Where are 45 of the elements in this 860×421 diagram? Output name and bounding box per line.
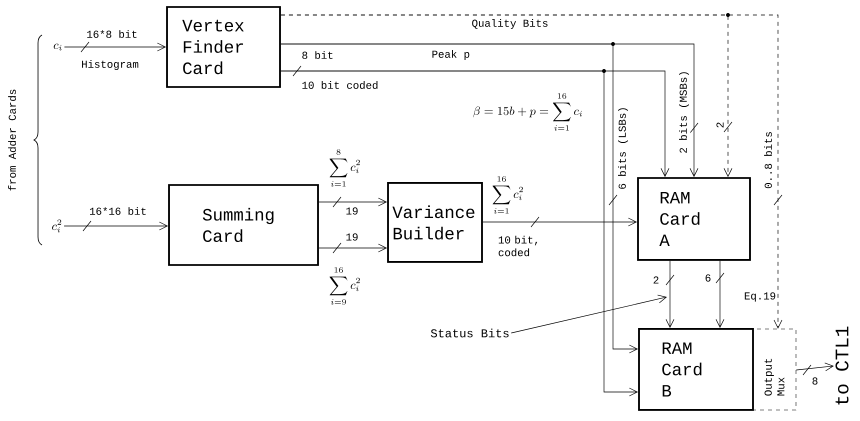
card-box: Summing Card xyxy=(168,184,319,266)
formula: $\sum_{i=1}^{16} c_i^2$ xyxy=(492,176,523,214)
edge-label: 16*8 bit xyxy=(87,30,136,38)
signal-label: Histogram xyxy=(82,60,138,70)
leader-line xyxy=(510,294,667,334)
edge-label: 6 bits (LSBs) xyxy=(618,108,628,189)
card-box: RAM Card B xyxy=(638,328,754,411)
edge-label: 2 bits (MSBs) xyxy=(679,72,689,153)
signal-label: from Adder Cards xyxy=(8,90,16,190)
arrow xyxy=(280,44,638,354)
edge-label: 0..8 bits xyxy=(764,132,772,188)
edge-label: 10 bit, coded xyxy=(498,236,538,256)
edge-label: 19 xyxy=(346,233,358,241)
edge-label: 2 xyxy=(716,122,724,128)
mux-box: Output Mux xyxy=(752,328,796,410)
output-label: to CTL1 xyxy=(835,326,848,405)
arrow xyxy=(318,198,388,206)
arrow xyxy=(482,218,638,226)
edge-label: 2 xyxy=(654,276,658,284)
arrow xyxy=(280,14,782,329)
arrow xyxy=(716,260,724,328)
formula: $\sum_{i=1}^{8} c_i^2$ xyxy=(330,149,360,187)
input-signal: $c_i^2$ xyxy=(52,220,62,232)
arrow xyxy=(666,260,674,328)
signal-label: Peak p xyxy=(432,50,470,60)
arrow xyxy=(280,70,638,396)
formula: $\sum_{i=9}^{16} c_i^2$ xyxy=(330,267,360,305)
signal-label: 8 bit xyxy=(302,51,332,59)
card-box: RAM Card A xyxy=(637,177,751,261)
arrow xyxy=(64,42,166,52)
callout-text: Status Bits xyxy=(430,328,509,338)
signal-label: Quality Bits xyxy=(472,19,548,29)
edge-label: 8 xyxy=(812,377,818,385)
edge-label: 16*16 bit xyxy=(90,207,146,215)
arrow xyxy=(318,244,388,252)
arrow xyxy=(64,222,168,230)
arrow xyxy=(796,362,834,372)
input-signal: $c_i$ xyxy=(54,44,62,50)
formula: $\beta = 15b+p = \sum_{i=1}^{16} c_i$ xyxy=(473,93,582,131)
edge-label: 6 xyxy=(706,274,711,282)
signal-label: Eq.19 xyxy=(744,292,776,302)
card-box: Variance Builder xyxy=(387,182,483,263)
signal-label: 10 bit coded xyxy=(302,81,378,89)
edge-label: 19 xyxy=(346,207,358,215)
card-box: Vertex Finder Card xyxy=(166,6,281,88)
